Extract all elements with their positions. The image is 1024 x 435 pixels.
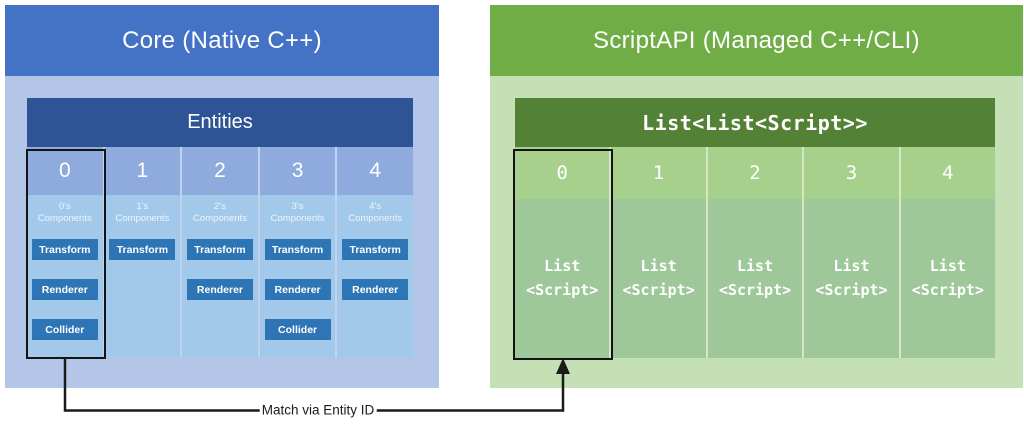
components-label: 4's Components [348,201,403,225]
entity-components-column-1: 1's Components Transform [104,195,183,358]
list-script-cell-3: List <Script> [804,199,901,358]
list-id-row: 0 1 2 3 4 [515,147,996,199]
component-badge-renderer: Renderer [342,279,409,300]
entity-id-cell-3: 3 [259,147,338,195]
list-id-cell-4: 4 [900,147,996,199]
component-badge-transform: Transform [109,239,176,260]
entity-id-cell-4: 4 [337,147,413,195]
entities-table: Entities 0 1 2 3 4 0's Components Transf… [27,98,413,358]
scriptapi-panel: ScriptAPI (Managed C++/CLI) List<List<Sc… [490,5,1023,388]
component-badge-transform: Transform [31,239,98,260]
list-id-cell-0: 0 [515,147,612,199]
component-badge-collider: Collider [31,319,98,340]
components-label: 0's Components [37,201,92,225]
highlight-box-entity-0 [26,149,106,359]
script-list-table: List<List<Script>> 0 1 2 3 4 List <Scrip… [515,98,996,358]
component-badge-collider: Collider [264,319,331,340]
components-label: 2's Components [193,201,247,225]
scriptapi-panel-title: ScriptAPI (Managed C++/CLI) [490,5,1023,76]
connector-label: Match via Entity ID [259,402,377,418]
component-badge-transform: Transform [264,239,331,260]
highlight-box-list-0 [513,149,613,360]
list-script-cell-4: List <Script> [900,199,996,358]
list-script-cell-0: List <Script> [515,199,612,358]
list-id-cell-2: 2 [707,147,805,199]
entity-components-row: 0's Components Transform Renderer Collid… [27,195,413,358]
component-badge-renderer: Renderer [264,279,331,300]
component-badge-transform: Transform [342,239,409,260]
component-badge-renderer: Renderer [31,279,98,300]
list-script-row: List <Script> List <Script> List <Script… [515,199,996,358]
list-id-cell-3: 3 [804,147,901,199]
entity-components-column-2: 2's Components Transform Renderer [182,195,260,358]
list-id-cell-1: 1 [611,147,708,199]
list-script-cell-2: List <Script> [707,199,805,358]
entity-id-row: 0 1 2 3 4 [27,147,413,195]
entity-id-cell-2: 2 [182,147,260,195]
core-panel: Core (Native C++) Entities 0 1 2 3 4 0's… [5,5,439,388]
components-label: 1's Components [115,201,170,225]
entity-id-cell-0: 0 [27,147,105,195]
entity-components-column-4: 4's Components Transform Renderer [337,195,413,358]
entities-table-title: Entities [27,98,413,147]
entity-id-cell-1: 1 [104,147,183,195]
component-badge-renderer: Renderer [186,279,253,300]
core-panel-title: Core (Native C++) [5,5,439,76]
component-badge-transform: Transform [186,239,253,260]
list-script-cell-1: List <Script> [611,199,708,358]
components-label: 3's Components [270,201,325,225]
entity-components-column-0: 0's Components Transform Renderer Collid… [27,195,105,358]
script-list-table-title: List<List<Script>> [515,98,995,147]
entity-components-column-3: 3's Components Transform Renderer Collid… [259,195,338,358]
